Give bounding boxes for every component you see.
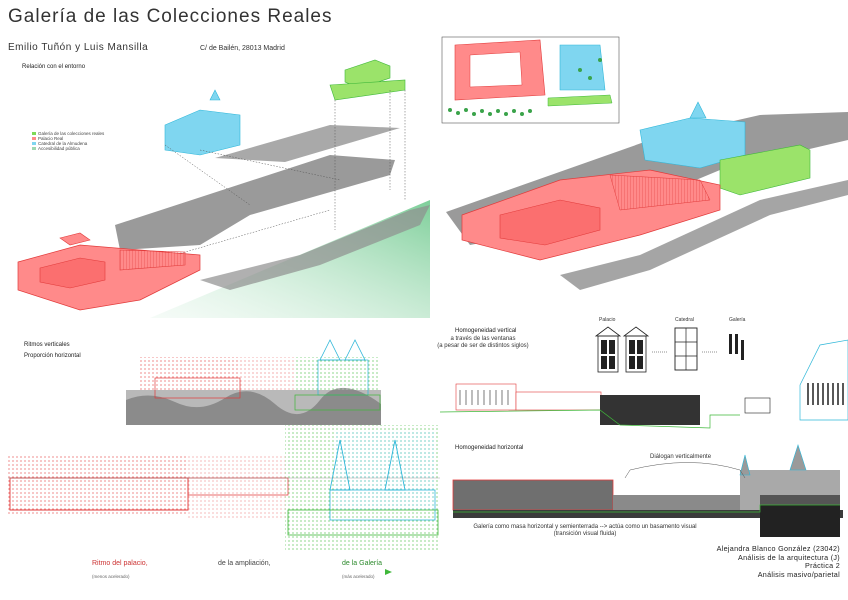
plaza-strip	[115, 155, 395, 250]
window-label-gallery: Galería	[729, 317, 746, 323]
credit-line: Análisis masivo/parietal	[757, 569, 840, 579]
vertical-heading: Homogeneidad vertical	[455, 328, 517, 334]
rhythm-heading-vertical: Ritmos verticales	[24, 342, 70, 348]
horizontal-caption: Galería como masa horizontal y semienter…	[450, 524, 720, 538]
authors: Emilio Tuñón y Luis Mansilla	[8, 42, 149, 53]
rhythm-diagram	[8, 425, 440, 550]
credit-block: Alejandra Blanco González (23042) Anális…	[716, 544, 840, 579]
credit-line: Alejandra Blanco González (23042)	[716, 544, 840, 553]
rhythm-label-gallery: de la Galería (más acelerado)	[342, 560, 382, 579]
legend-label: Palacio Real	[38, 136, 64, 141]
window-label-palace: Palacio	[599, 317, 616, 323]
window-details	[594, 326, 744, 373]
context-legend: Galería de las colecciones reales Palaci…	[32, 131, 104, 151]
rhythm-label-sub: (más acelerado)	[342, 574, 375, 579]
rhythm-label-text: de la Galería	[342, 560, 383, 567]
rhythm-label-sub: (menos acelerado)	[92, 574, 130, 579]
credit-line: Análisis de la arquitectura (J)	[738, 552, 840, 562]
rhythm-heading-horizontal: Proporción horizontal	[24, 353, 81, 359]
credit-line: Práctica 2	[805, 561, 840, 570]
horizontal-annotation: Diálogan verticalmente	[650, 454, 712, 460]
legend-item: Palacio Real	[32, 136, 104, 141]
legend-swatch	[32, 137, 36, 140]
rhythm-label-extension: de la ampliación,	[218, 560, 271, 567]
window-label-cathedral: Catedral	[675, 317, 694, 323]
site-axonometric	[446, 101, 848, 290]
rhythm-label-palace: Ritmo del palacio, (menos acelerado)	[92, 560, 148, 579]
address: C/ de Bailén, 28013 Madrid	[200, 45, 285, 52]
legend-item: Catedral de la Almudena	[32, 141, 104, 146]
legend-label: Galería de las colecciones reales	[38, 131, 105, 136]
road	[200, 205, 430, 290]
horizontal-caption-line: (transición visual fluida)	[553, 531, 617, 537]
gallery-volume	[329, 59, 406, 101]
legend-swatch	[32, 142, 36, 145]
vertical-elevation	[439, 339, 848, 429]
horizontal-heading: Homogeneidad horizontal	[455, 445, 524, 451]
legend-swatch	[32, 147, 36, 150]
vertical-subtitle: a través de las ventanas (a pesar de ser…	[418, 336, 548, 350]
rhythm-label-text: Ritmo del palacio,	[92, 560, 148, 567]
legend-label: Accesibilidad pública	[38, 146, 80, 151]
page-title: Galería de las Colecciones Reales	[8, 6, 333, 27]
vertical-subtitle-line: a través de las ventanas	[450, 336, 516, 342]
site-plan	[441, 36, 620, 124]
rhythm-elevation	[126, 339, 381, 425]
vertical-subtitle-line: (a pesar de ser de distintos siglos)	[437, 343, 529, 349]
horizontal-caption-line: Galería como masa horizontal y semienter…	[473, 524, 697, 530]
legend-item: Accesibilidad pública	[32, 146, 104, 151]
gallery-plan-slab	[215, 125, 400, 162]
cathedral-volume	[164, 89, 241, 156]
context-heading: Relación con el entorno	[22, 64, 86, 70]
legend-item: Galería de las colecciones reales	[32, 131, 104, 136]
rhythm-arrowhead	[385, 569, 392, 575]
palace-volume	[17, 232, 201, 311]
legend-swatch	[32, 132, 36, 135]
legend-label: Catedral de la Almudena	[38, 141, 88, 146]
projection-lines	[164, 90, 406, 256]
horizontal-elevation	[452, 444, 843, 537]
